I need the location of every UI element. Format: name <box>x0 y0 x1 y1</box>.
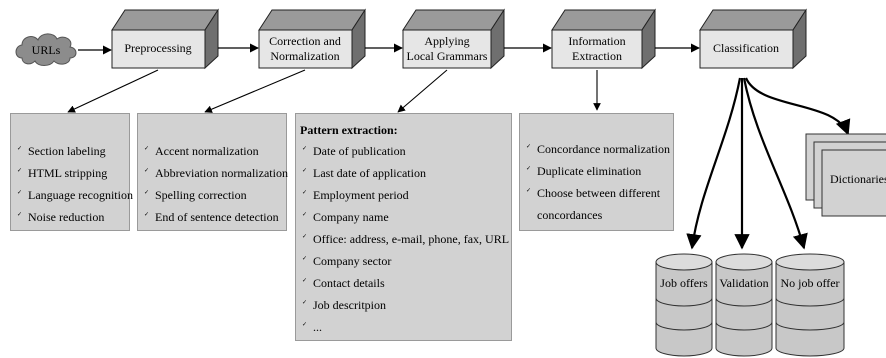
classification-arrows <box>686 77 851 250</box>
list-item: Date of publication <box>300 138 511 162</box>
correction-list: Accent normalization Abbreviation normal… <box>142 138 288 228</box>
cylinder-ring <box>715 321 773 331</box>
stage-label: Preprocessing <box>124 41 191 55</box>
list-item: HTML stripping <box>15 160 129 184</box>
cylinder-ring <box>655 297 713 307</box>
stage-label-line-2: Local Grammars <box>407 49 488 63</box>
list-item: Employment period <box>300 182 511 206</box>
cylinder-top <box>655 253 713 271</box>
stage-preprocessing: Preprocessing <box>111 8 219 70</box>
database-label: Job offers <box>660 276 708 290</box>
list-item: Company name <box>300 204 511 228</box>
preprocessing-panel: Section labeling HTML stripping Language… <box>10 113 133 231</box>
cylinder-top <box>715 253 773 271</box>
pattern-extraction-heading: Pattern extraction: <box>300 123 398 137</box>
cylinder-ring <box>775 297 845 307</box>
urls-label: URLs <box>32 43 61 57</box>
box-top <box>111 9 219 31</box>
stage-label-line-2: Normalization <box>270 49 339 63</box>
list-item: Choose between different <box>524 180 673 204</box>
cylinder-body <box>715 261 773 357</box>
list-item: Duplicate elimination <box>524 158 673 182</box>
list-item: Job descritpion <box>300 292 511 316</box>
list-item: Last date of application <box>300 160 511 184</box>
cylinder-ring <box>775 321 845 331</box>
box-front <box>258 29 353 69</box>
database-no-job-offer: No job offer <box>775 253 845 357</box>
cylinder-body <box>655 261 713 357</box>
box-front <box>699 29 794 69</box>
stage-classification: Classification <box>699 8 807 70</box>
stage-correction: Correction and Normalization <box>258 8 366 70</box>
arrow-to-dictionaries <box>744 77 851 136</box>
extraction-panel: Concordance normalization Duplicate elim… <box>519 113 674 231</box>
arrow-to-no-job-offer <box>742 77 808 250</box>
list-item: Language recognition <box>15 182 133 206</box>
list-item: Concordance normalization <box>524 136 673 160</box>
cylinder-top <box>775 253 845 271</box>
cylinder-ring <box>655 321 713 331</box>
box-top <box>402 9 505 31</box>
list-item: Accent normalization <box>142 138 286 162</box>
stage-label-line-1: Information <box>568 34 625 48</box>
list-item: End of sentence detection <box>142 204 286 228</box>
list-item: Contact details <box>300 270 511 294</box>
stage-label: Classification <box>713 41 779 55</box>
detail-arrows <box>67 69 601 113</box>
list-item: Spelling correction <box>142 182 286 206</box>
list-item: Abbreviation normalization <box>142 160 288 184</box>
box-front <box>551 29 643 69</box>
pattern-extraction-list: Date of publication Last date of applica… <box>300 138 511 338</box>
database-label: Validation <box>719 276 768 290</box>
box-top <box>258 9 366 31</box>
database-label: No job offer <box>780 276 839 290</box>
dictionaries-label: Dictionaries <box>830 172 886 186</box>
box-front <box>402 29 492 69</box>
box-top <box>699 9 807 31</box>
arrow-to-job-offers <box>686 77 742 250</box>
dictionaries-stack: Dictionaries <box>805 133 886 217</box>
stage-label-line-2: Extraction <box>572 49 622 63</box>
list-item-continuation: concordances <box>537 208 603 222</box>
database-validation: Validation <box>715 253 773 357</box>
arrow-to-preprocessing-panel <box>67 69 159 113</box>
box-front <box>111 29 206 69</box>
list-item: Office: address, e-mail, phone, fax, URL <box>300 226 511 250</box>
extraction-list: Concordance normalization Duplicate elim… <box>524 136 673 226</box>
list-item: Noise reduction <box>15 204 129 228</box>
correction-panel: Accent normalization Abbreviation normal… <box>137 113 288 231</box>
cylinder-ring <box>715 297 773 307</box>
flow-arrows <box>78 43 700 55</box>
stage-label-line-1: Applying <box>424 34 469 48</box>
urls-cloud: URLs <box>15 33 77 66</box>
dictionary-page <box>821 149 886 217</box>
preprocessing-list: Section labeling HTML stripping Language… <box>15 138 133 228</box>
stage-label-line-1: Correction and <box>269 34 341 48</box>
pattern-extraction-panel: Pattern extraction: Date of publication … <box>295 113 512 341</box>
arrow-to-grammars-panel <box>397 69 448 113</box>
cloud-shape <box>15 33 77 66</box>
stage-extraction: Information Extraction <box>551 8 656 70</box>
box-top <box>551 9 656 31</box>
list-item: ... <box>300 314 511 338</box>
cylinder-body <box>775 261 845 357</box>
stage-grammars: Applying Local Grammars <box>402 8 505 70</box>
arrow-to-correction-panel <box>204 69 306 113</box>
database-job-offers: Job offers <box>655 253 713 357</box>
list-item: Company sector <box>300 248 511 272</box>
list-item: Section labeling <box>15 138 129 162</box>
